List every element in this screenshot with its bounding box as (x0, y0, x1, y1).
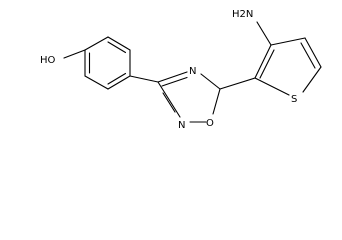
hydroxyl-label: HO (40, 55, 56, 66)
bond-thio-c3-c4 (270, 37, 306, 46)
oxadiazole-ring (157, 71, 221, 123)
n-top-bg (188, 63, 200, 77)
bond-oxa-n2-c3 (157, 81, 181, 118)
bond-phenol-3 (107, 75, 131, 90)
structure-drawing: HO N N O S H2N (40, 9, 322, 131)
bond-oxa-n4-c5 (200, 73, 221, 90)
bond-thio-c4-c5 (304, 37, 322, 68)
bond-phenol-4 (84, 75, 109, 90)
bond-phenyl-oxadiazole (129, 75, 159, 83)
bond-phenol-6 (84, 36, 109, 51)
bond-thio-c5-s (302, 66, 322, 93)
bond-thio-c2-c3 (254, 44, 272, 79)
bond-phenol-1 (107, 36, 131, 51)
oxadiazole-n-top-label: N (189, 66, 196, 77)
amino-label: H2N (232, 9, 253, 20)
bond-oxa-c3-n4-double (161, 76, 188, 87)
bond-thio-c4-c5-double (300, 42, 316, 69)
oxadiazole-n-bottom-label: N (178, 120, 185, 131)
thiophene-ring (254, 37, 322, 96)
bond-oxa-c3-n4 (157, 71, 188, 83)
bond-thio-s-c2 (254, 77, 290, 96)
bond-c-oh (63, 49, 86, 59)
bond-c-nh2 (256, 21, 272, 46)
phenol-ring (84, 36, 131, 90)
bond-oxadiazole-thiophene (219, 77, 256, 90)
thiophene-s-label: S (291, 94, 297, 105)
oxadiazole-o-label: O (206, 118, 214, 129)
bond-oxa-n2-c3-double (162, 92, 176, 113)
bond-oxa-c5-o1 (212, 88, 221, 115)
bond-phenol-double-1 (107, 41, 127, 54)
bond-phenol-double-2 (107, 72, 127, 85)
bond-thio-c2-c3-double (259, 49, 275, 79)
